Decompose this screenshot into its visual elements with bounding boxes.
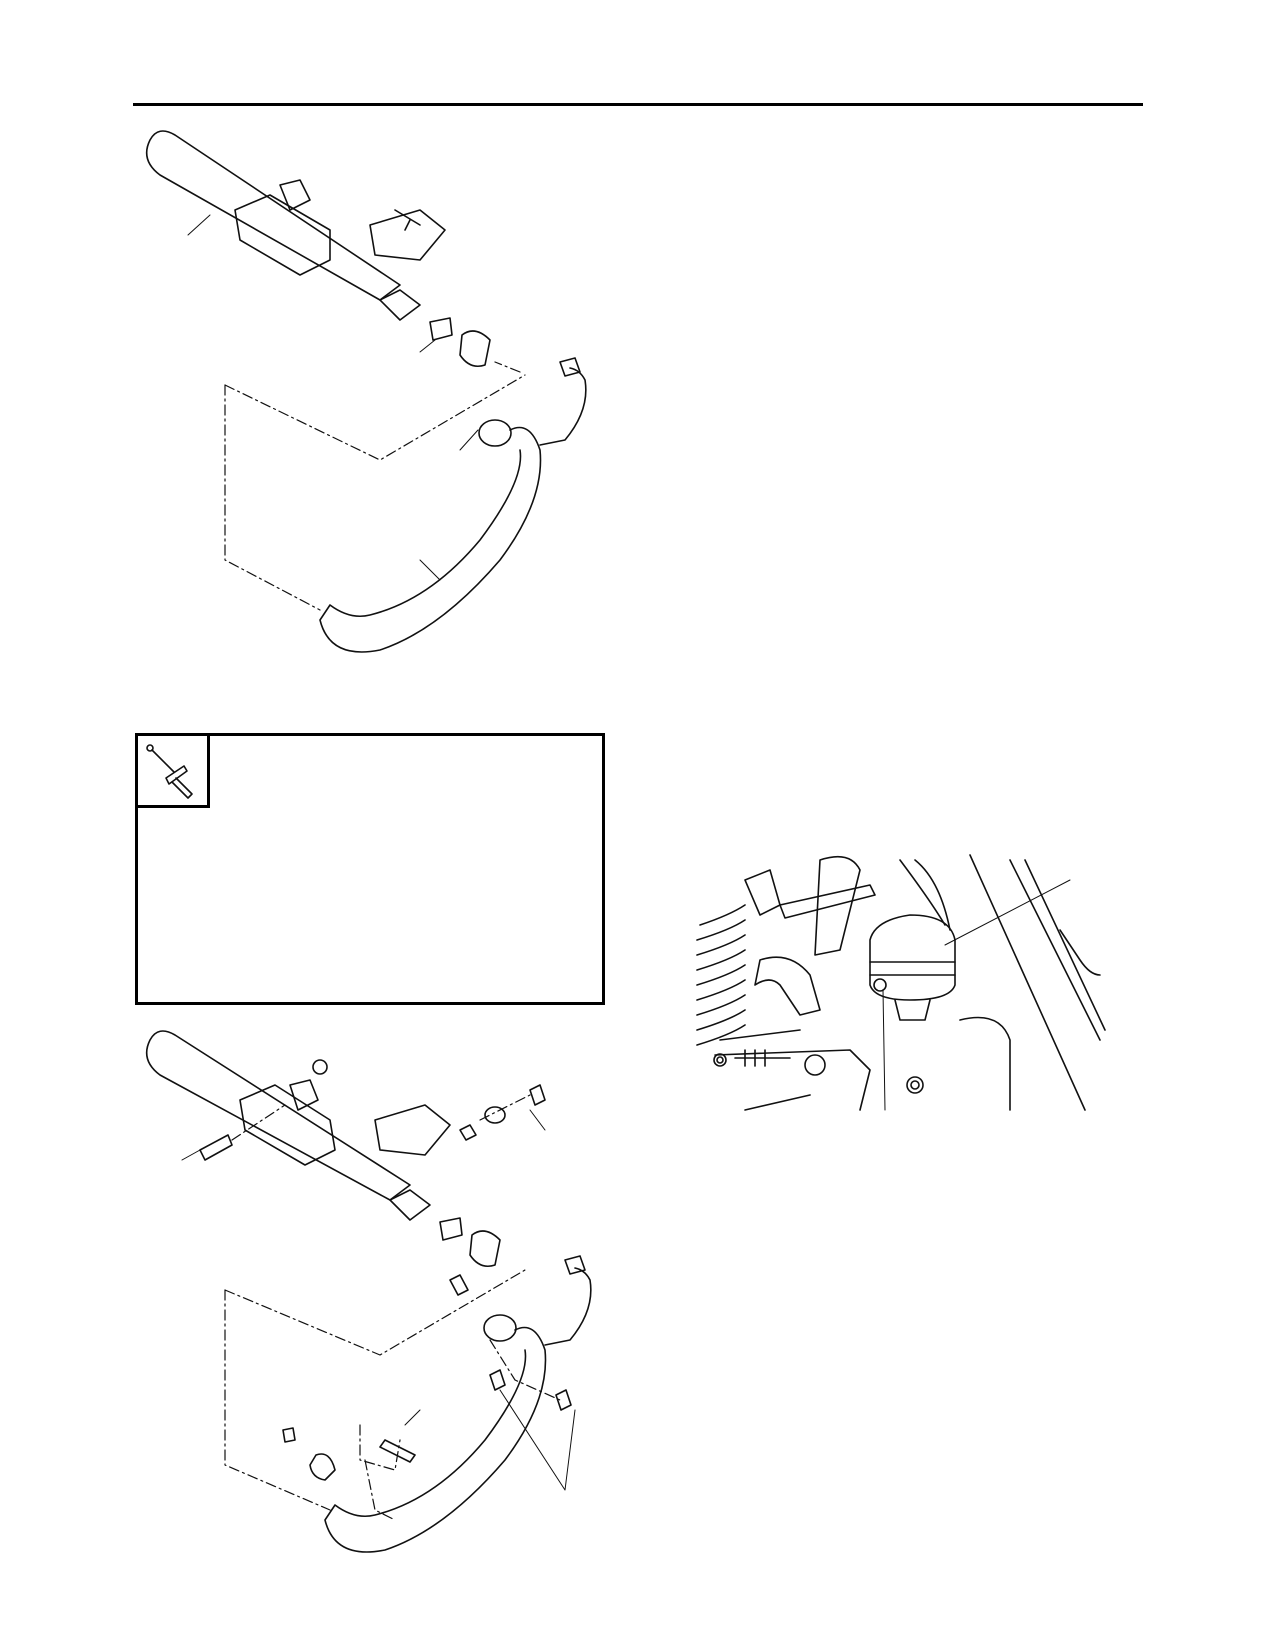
torque-wrench-icon-frame bbox=[138, 736, 210, 808]
exhaust-exploded-view-1 bbox=[145, 130, 587, 653]
torque-wrench-icon bbox=[146, 744, 193, 799]
torque-spec-box bbox=[135, 733, 605, 1005]
header-rule bbox=[133, 103, 1143, 106]
